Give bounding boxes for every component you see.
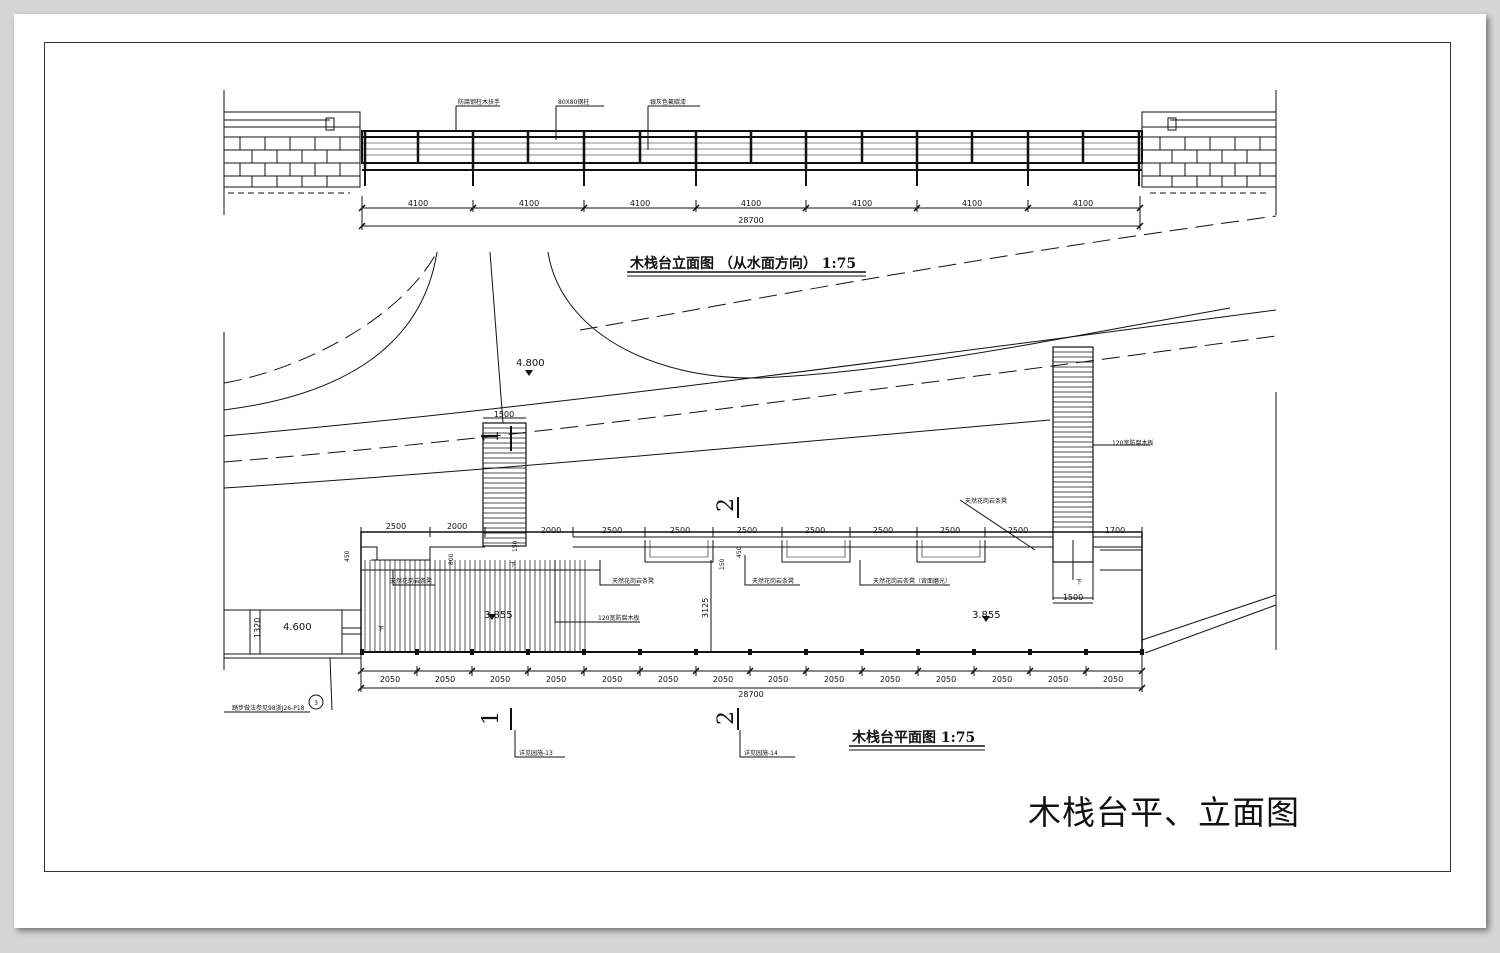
plan-span-6: 2050 <box>658 675 678 684</box>
stair-left-width: 1500 <box>494 410 514 419</box>
plan-top-dim-9: 2500 <box>940 526 960 535</box>
bench-label-4: 天然花岗岩条凳（背面磨光） <box>873 577 951 585</box>
plan-top-dim-7: 2500 <box>805 526 825 535</box>
small-dim-5: 150 <box>719 558 726 570</box>
small-dim-7: 1320 <box>253 618 262 638</box>
plan-top-dim-2: 2000 <box>447 522 467 531</box>
elevation-title: 木栈台立面图 （从水面方向） 1:75 <box>629 255 856 272</box>
section-1-bottom: 1 <box>479 711 504 725</box>
small-dim-6: 3125 <box>701 598 710 618</box>
elev-span-7: 4100 <box>1073 199 1093 208</box>
plan-top-dim-4: 2500 <box>602 526 622 535</box>
bench-label-5: 天然花岗岩条凳 <box>965 497 1007 505</box>
bench-label-1: 天然花岗岩条凳 <box>390 577 432 585</box>
drawing-sheet: 木栈台平、立面图 <box>14 14 1486 928</box>
elev-span-2: 4100 <box>519 199 539 208</box>
section-1-ref: 详见园施-13 <box>519 749 553 757</box>
deck-board-label: 120宽防腐木板 <box>598 614 639 622</box>
down-arrow-label-2: 下 <box>1076 579 1082 586</box>
elev-span-1: 4100 <box>408 199 428 208</box>
plan-span-3: 2050 <box>490 675 510 684</box>
plan-span-10: 2050 <box>880 675 900 684</box>
drawing-frame <box>44 42 1451 872</box>
level-path: 4.600 <box>283 622 312 633</box>
sheet-title: 木栈台平、立面图 <box>1028 793 1300 832</box>
stair-right-width: 1500 <box>1063 593 1083 602</box>
plan-title: 木栈台平面图 1:75 <box>851 729 975 746</box>
down-arrow-label-3: 下 <box>378 626 384 633</box>
elev-callout-2: 80X80钢柱 <box>558 98 589 106</box>
elev-callout-3: 银灰色氟碳漆 <box>650 98 686 106</box>
elev-callout-1: 防腐钢柱木扶手 <box>458 98 500 106</box>
elev-span-5: 4100 <box>852 199 872 208</box>
level-deck-left: 3.855 <box>484 610 513 621</box>
level-deck-right: 3.855 <box>972 610 1001 621</box>
plan-top-dim-11: 1700 <box>1105 526 1125 535</box>
small-dim-2: 800 <box>448 553 455 565</box>
plan-top-dim-5: 2500 <box>670 526 690 535</box>
section-2-ref: 详见园施-14 <box>744 749 778 757</box>
elev-span-3: 4100 <box>630 199 650 208</box>
plan-span-2: 2050 <box>435 675 455 684</box>
detail-number: 3 <box>314 700 318 707</box>
plan-view <box>223 215 1277 758</box>
plan-top-dim-1: 2500 <box>386 522 406 531</box>
plan-span-14: 2050 <box>1103 675 1123 684</box>
bench-label-2: 天然花岗岩条凳 <box>612 577 654 585</box>
elev-span-6: 4100 <box>962 199 982 208</box>
small-dim-3: 150 <box>512 540 519 552</box>
plan-span-5: 2050 <box>602 675 622 684</box>
plan-top-dim-6: 2500 <box>737 526 757 535</box>
section-1-top: 1 <box>479 429 504 443</box>
plan-span-1: 2050 <box>380 675 400 684</box>
section-2-top: 2 <box>714 498 739 512</box>
small-dim-1: 450 <box>344 550 351 562</box>
bench-label-3: 天然花岗岩条凳 <box>752 577 794 585</box>
step-detail-note: 踏步做法参见98浙J26-P18 <box>232 704 305 712</box>
plan-top-dim-10: 2500 <box>1008 526 1028 535</box>
plan-top-dim-8: 2500 <box>873 526 893 535</box>
stair-board-label: 120宽防腐木板 <box>1112 439 1153 447</box>
plan-total: 28700 <box>738 690 763 699</box>
level-upper: 4.800 <box>516 358 545 369</box>
down-arrow-label-1: 下 <box>510 562 516 569</box>
elev-span-4: 4100 <box>741 199 761 208</box>
plan-span-4: 2050 <box>546 675 566 684</box>
plan-span-12: 2050 <box>992 675 1012 684</box>
plan-span-11: 2050 <box>936 675 956 684</box>
plan-span-7: 2050 <box>713 675 733 684</box>
plan-span-9: 2050 <box>824 675 844 684</box>
elev-total: 28700 <box>738 216 763 225</box>
elevation-view <box>223 90 1277 277</box>
plan-top-dim-3: 2000 <box>541 526 561 535</box>
small-dim-4: 450 <box>736 546 743 558</box>
plan-span-8: 2050 <box>768 675 788 684</box>
plan-span-13: 2050 <box>1048 675 1068 684</box>
section-2-bottom: 2 <box>714 711 739 725</box>
